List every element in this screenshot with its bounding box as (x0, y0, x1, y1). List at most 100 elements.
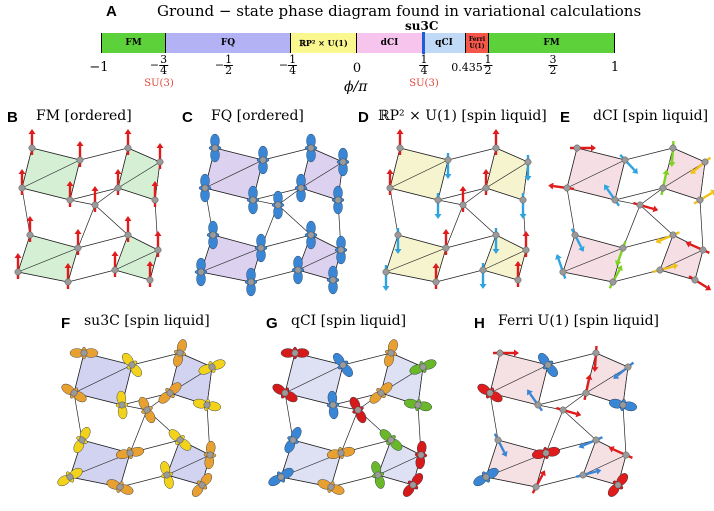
lattice-bond (537, 364, 549, 406)
lattice-site (91, 201, 99, 209)
spin-arrow-head (151, 181, 159, 186)
lattice-site (337, 449, 345, 457)
panel-c-title: FQ [ordered] (211, 108, 304, 124)
lattice-bond (166, 474, 203, 486)
lattice-site (459, 201, 467, 209)
lattice-bond (206, 366, 213, 406)
lattice-bond (127, 234, 159, 251)
lattice-bond (94, 187, 119, 206)
panel-h-lattice (473, 345, 637, 497)
spin-arrow (605, 187, 620, 207)
panel-g-label: G (266, 315, 278, 332)
panel-g-lattice (268, 339, 437, 497)
lattice-bond (250, 269, 299, 283)
lattice-bond (595, 352, 629, 368)
lattice-site (66, 196, 74, 204)
spin-arrow (583, 379, 591, 401)
lattice-bond (489, 352, 501, 394)
lattice-site (394, 231, 402, 239)
spin-arrow-head (18, 169, 26, 174)
spin-arrow (570, 228, 583, 249)
tick-zero: 0 (352, 61, 362, 76)
spin-arrow (693, 156, 712, 172)
spin-arrow-head (434, 214, 442, 219)
lattice-site (176, 436, 184, 444)
panel-c-lattice (194, 133, 350, 297)
lattice-site (432, 278, 440, 286)
panel-c-label: C (182, 109, 193, 126)
spin-arrow-head (608, 446, 615, 453)
spin-arrow-head (501, 450, 508, 457)
lattice-site (486, 389, 494, 397)
spin-arrow (531, 474, 544, 494)
lattice-site (571, 231, 579, 239)
spin-arrow-head (396, 129, 404, 134)
spin-arrow (688, 275, 708, 289)
lattice-site (514, 276, 522, 284)
lattice-site (396, 144, 404, 152)
spin-arrow-head (690, 168, 697, 174)
lattice-bond (129, 409, 148, 454)
lattice-site (76, 156, 84, 164)
spin-arrow (617, 241, 627, 262)
panel-d-lattice (382, 129, 532, 291)
lattice-site (387, 436, 395, 444)
lattice-site (334, 196, 342, 204)
spin-arrow-head (555, 254, 562, 260)
lattice-bond (262, 147, 312, 161)
lattice-site (197, 268, 205, 276)
lattice-site (198, 481, 206, 489)
spin-arrow-head (548, 182, 554, 190)
panel-f-title: su3C [spin liquid] (84, 313, 210, 329)
lattice-site (208, 363, 216, 371)
lattice-site (519, 196, 527, 204)
lattice-bond (622, 204, 641, 249)
spin-arrow (582, 436, 603, 447)
lattice-site (532, 483, 540, 491)
spin-arrow-head (91, 186, 99, 191)
lattice-site (339, 361, 347, 369)
lattice-sites (473, 345, 637, 497)
spin-arrow-head (111, 251, 119, 256)
spin-arrow-head (585, 374, 593, 381)
lattice-site (70, 389, 78, 397)
lattice-triangles (68, 352, 213, 488)
panel-f-label: F (61, 315, 71, 332)
lattice-bond (562, 409, 597, 441)
spin-arrow-head (124, 129, 132, 134)
lattice-bond (562, 392, 587, 411)
phase-ferri: Ferri U(1) (466, 33, 489, 53)
lattice-site (111, 266, 119, 274)
lattice-bond (517, 249, 527, 281)
lattice-site (479, 266, 487, 274)
lattice-bond (447, 147, 497, 161)
lattice-bond (672, 147, 706, 163)
lattice-bond (622, 404, 627, 456)
lattice-bond (535, 474, 584, 488)
lattice-bond (639, 187, 664, 206)
lattice-bond (495, 147, 529, 163)
lattice-bond (659, 234, 674, 271)
lattice-bond (21, 187, 31, 236)
spin-arrow-head (386, 169, 394, 174)
spin-arrow-head (655, 237, 662, 244)
lattice-site (611, 196, 619, 204)
lattice-bond (340, 409, 359, 454)
lattice-bond (69, 199, 96, 206)
lattice-site (114, 184, 122, 192)
lattice-bond (114, 269, 151, 281)
lattice-site (277, 473, 285, 481)
lattice-site (669, 144, 677, 152)
spin-arrow (659, 231, 680, 242)
lattice-site (701, 158, 709, 166)
lattice-site (118, 401, 126, 409)
lattice-bond (342, 352, 392, 366)
lattice-bond (67, 269, 116, 283)
spin-arrow-head (591, 144, 596, 152)
spin-arrow (660, 174, 668, 196)
lattice-sites (548, 140, 714, 291)
lattice-site (659, 184, 667, 192)
spin-arrow (616, 361, 635, 377)
lattice-site (327, 483, 335, 491)
